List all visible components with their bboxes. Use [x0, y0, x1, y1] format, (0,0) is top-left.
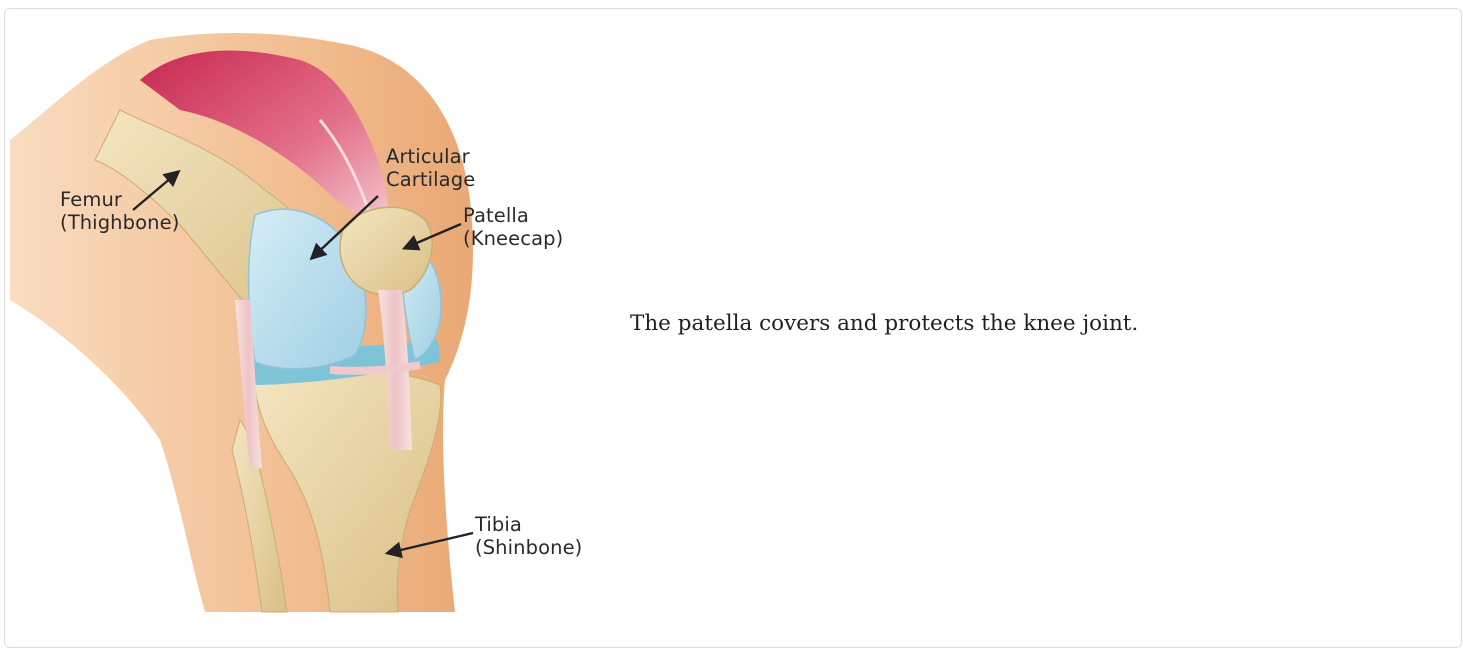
figure-caption: The patella covers and protects the knee… — [630, 311, 1138, 336]
patella-label-line2: (Kneecap) — [463, 227, 563, 250]
knee-anatomy-figure: Femur (Thighbone) Articular Cartilage Pa… — [0, 0, 620, 628]
cartilage-label: Articular Cartilage — [386, 145, 475, 191]
patella-label: Patella (Kneecap) — [463, 204, 563, 250]
femur-label-line2: (Thighbone) — [60, 211, 179, 234]
cartilage-label-line1: Articular — [386, 145, 475, 168]
patella-bone — [340, 207, 432, 295]
femur-label-line1: Femur — [60, 188, 179, 211]
femur-label: Femur (Thighbone) — [60, 188, 179, 234]
cartilage-label-line2: Cartilage — [386, 168, 475, 191]
tibia-label-line2: (Shinbone) — [475, 536, 582, 559]
tibia-label-line1: Tibia — [475, 513, 582, 536]
tibia-label: Tibia (Shinbone) — [475, 513, 582, 559]
patella-label-line1: Patella — [463, 204, 563, 227]
